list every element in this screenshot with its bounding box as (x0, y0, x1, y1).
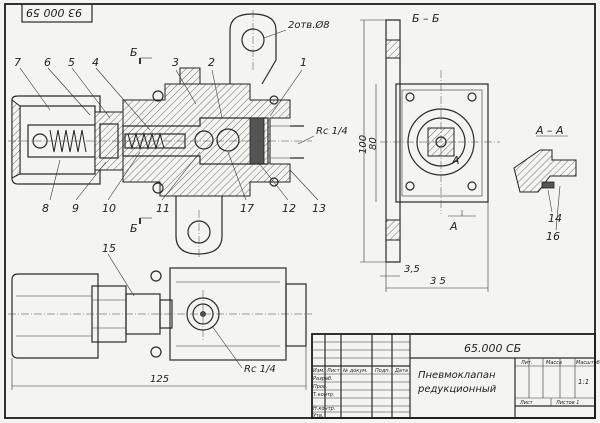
dim-35: 3 5 (430, 276, 446, 287)
callout-16: 16 (546, 230, 560, 243)
thread-note-bottom: Rc 1/4 (244, 364, 276, 375)
main-section-view (8, 10, 312, 258)
callout-2: 2 (208, 56, 215, 69)
section-aa-title: А – А (535, 124, 564, 137)
top-code: 93 000 59 (26, 6, 82, 19)
tb-masshtab: Масштаб (576, 360, 600, 366)
tb-scale: 1:1 (578, 378, 589, 386)
dim-3-5: 3,5 (404, 264, 420, 275)
tb-title-1: Пневмоклапан (418, 370, 496, 381)
section-bb-view: Б – Б А А 100 80 3,5 3 5 (358, 12, 500, 292)
tb-sheet: Лист (519, 400, 534, 406)
tb-tkontr: Т.контр. (313, 392, 335, 398)
dim-100: 100 (358, 135, 369, 154)
tb-title-2: редукционный (417, 384, 497, 395)
tb-utv: Утв. (313, 413, 324, 419)
tb-nkontr: Н.контр. (313, 406, 335, 412)
callout-13: 13 (312, 202, 326, 215)
dim-125: 125 (150, 374, 169, 385)
section-bb-title: Б – Б (412, 12, 440, 25)
callout-4: 4 (92, 56, 99, 69)
tb-massa: Масса (546, 360, 562, 366)
section-aa-detail: А – А 14 16 (513, 124, 577, 243)
callout-6: 6 (44, 56, 51, 69)
callout-12: 12 (282, 202, 296, 215)
sheet-frame (4, 3, 596, 419)
callout-9: 9 (72, 202, 79, 215)
callout-15: 15 (102, 242, 116, 255)
tb-podp: Подп. (375, 368, 390, 374)
tb-list: Лист (326, 368, 341, 374)
main-callouts: 7 6 5 4 3 2 1 8 9 10 11 17 12 13 2отв.Ø8… (14, 19, 348, 235)
callout-17: 17 (240, 202, 254, 215)
tb-prov: Пров. (313, 384, 328, 390)
tb-izm: Изм. (313, 368, 325, 374)
callout-8: 8 (42, 202, 49, 215)
plan-view: 15 Rc 1/4 125 (8, 242, 312, 390)
tb-ndoc: № докум. (342, 368, 368, 374)
callout-14: 14 (548, 212, 562, 225)
tb-code: 65.000 СБ (464, 342, 521, 355)
callout-3: 3 (172, 56, 179, 69)
thread-note-main: Rc 1/4 (316, 126, 348, 137)
tb-data: Дата (394, 368, 408, 374)
title-block: Изм. Лист № докум. Подп. Дата Разраб. Пр… (311, 333, 600, 419)
callout-10: 10 (102, 202, 116, 215)
callout-5: 5 (68, 56, 75, 69)
callout-1: 1 (300, 56, 307, 69)
view-a-arrow-label: А (449, 220, 458, 233)
tb-sheets: Листов 1 (555, 400, 579, 406)
holes-note: 2отв.Ø8 (288, 19, 330, 31)
tb-razrab: Разраб. (313, 376, 333, 382)
view-a-inner-label: А (451, 154, 460, 167)
section-mark-b-bottom: Б (130, 222, 138, 235)
section-mark-b-top: Б (130, 46, 138, 59)
callout-11: 11 (156, 202, 170, 215)
tb-lit: Лит. (520, 360, 533, 366)
dim-80: 80 (368, 137, 379, 150)
top-code-box: 93 000 59 (21, 3, 93, 23)
callout-7: 7 (14, 56, 21, 69)
